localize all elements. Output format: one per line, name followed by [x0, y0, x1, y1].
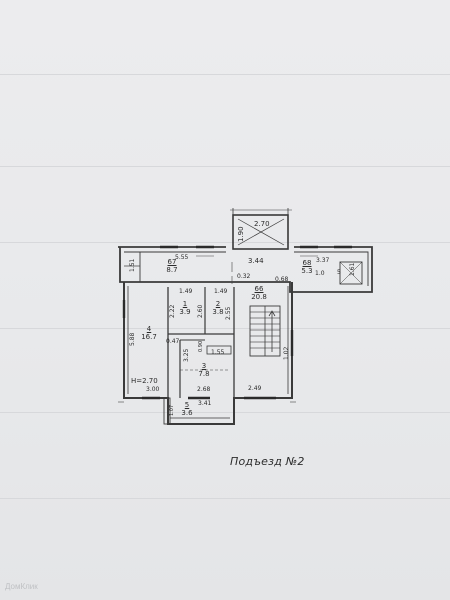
room-area: 7.8: [198, 370, 210, 378]
dim-niche-width: 1.55: [211, 349, 225, 356]
apartment-outer-wall: [123, 282, 293, 425]
room-5-label: 5 3.6: [178, 401, 196, 417]
room-number: 4: [146, 325, 152, 333]
paper-rule-line: [0, 498, 450, 499]
dim-hall-right: 0.68: [275, 276, 289, 283]
dim-hall-bottom-width: 2.49: [248, 385, 262, 392]
paper-rule-line: [0, 242, 450, 243]
room-number: 1: [182, 300, 188, 308]
room-area: 8.7: [166, 266, 178, 274]
dim-room2-side: 2.55: [225, 306, 232, 320]
dim-lift-width: 2.70: [254, 220, 270, 228]
paper-rule-line: [0, 328, 450, 329]
dim-room4-width: 3.00: [146, 386, 160, 393]
dim-room2-depth: 2.60: [197, 304, 204, 318]
dim-room2-width: 1.49: [214, 288, 228, 295]
paper-rule-line: [0, 74, 450, 75]
room-area: 3.9: [179, 308, 191, 316]
room-area: 3.6: [181, 409, 193, 417]
room-number: 5: [184, 401, 190, 409]
entrance-caption: Подъезд №2: [230, 455, 305, 468]
room-4-label: 4 16.7: [138, 325, 160, 341]
dim-room1-depth: 2.22: [169, 304, 176, 318]
room-68-label: 68 5.3: [296, 259, 318, 275]
dim-room1-width: 1.49: [179, 288, 193, 295]
room-2-label: 2 3.8: [209, 300, 227, 316]
dim-corridor-right-depth: 1.61: [349, 262, 356, 276]
dim-balcony-depth: 1.07: [169, 404, 175, 416]
dim-corridor-right: 3.37: [316, 257, 330, 264]
room-66-label: 66 20.8: [248, 285, 270, 301]
ceiling-height: H=2.70: [131, 377, 158, 385]
dim-balcony-width: 3.41: [198, 400, 212, 407]
lift-cross: [237, 218, 285, 246]
room-67-label: 67 8.7: [161, 258, 183, 274]
room-number: 66: [254, 285, 264, 293]
dim-corridor-mid: 3.44: [248, 257, 264, 265]
dim-room3-width: 2.68: [197, 386, 211, 393]
room-area: 3.8: [212, 308, 224, 316]
room-3-label: 3 7.8: [195, 362, 213, 378]
paper-rule-line: [0, 412, 450, 413]
dim-lift-depth: 1.90: [237, 226, 245, 242]
corridor-outer-wall: [118, 246, 373, 293]
dim-hall-left: 0.32: [237, 273, 251, 280]
lift-shaft-inner: [232, 214, 289, 250]
room-1-label: 1 3.9: [176, 300, 194, 316]
room-number: 67: [167, 258, 177, 266]
room-area: 16.7: [141, 333, 157, 341]
watermark-logo: ДомКлик: [5, 582, 38, 591]
dim-room4-depth: 5.88: [129, 332, 136, 346]
wardrobe-niche: [206, 345, 232, 355]
dim-partition: 0.47: [166, 338, 180, 345]
room-area: 20.8: [251, 293, 267, 301]
room-number: 68: [302, 259, 312, 267]
dim-corridor-left-depth: 1.51: [129, 258, 136, 272]
room-number: 2: [215, 300, 221, 308]
dim-niche-small: 0.90: [198, 340, 204, 352]
dim-hall-stair-side: 1.02: [283, 346, 290, 360]
dim-room3-side: 3.25: [183, 348, 190, 362]
paper-rule-line: [0, 166, 450, 167]
mark-small: 1.0: [315, 270, 325, 277]
dim-corridor-left: 5.55: [175, 254, 189, 261]
room-area: 5.3: [301, 267, 313, 275]
room-number: 3: [201, 362, 207, 370]
mark-small: 5: [337, 269, 341, 276]
shaft-right: [339, 261, 363, 285]
